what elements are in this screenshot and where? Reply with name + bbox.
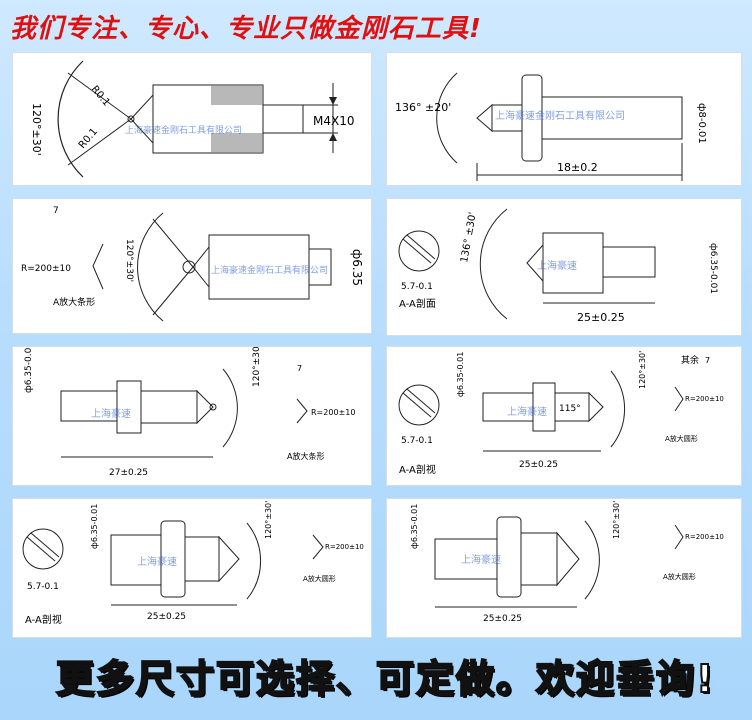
radius-note: R=200±10 <box>311 408 355 417</box>
flat-label: 5.7-0.1 <box>27 582 59 592</box>
angle-label: 120°±30' <box>252 347 262 387</box>
radius-label-upper: R0.1 <box>89 84 112 109</box>
drawing-panel-4: 5.7-0.1 A-A剖面 25±0.25 136° ±30' ф6.35-0.… <box>386 198 742 336</box>
diameter-label: ф6.35-0.01 <box>24 347 34 393</box>
drawing-panel-3: 7 R=200±10 A放大条形 ф6.35 120°±30' 上海豪速金刚石工… <box>12 198 372 334</box>
angle-label: 120°±30' <box>124 239 134 282</box>
dresser-drawing-5: 27±0.25 ф6.35-0.01 120°±30' 7 R=200±10 A… <box>24 347 355 478</box>
radius-note: R=200±10 <box>685 395 724 403</box>
thread-label: M4X10 <box>313 114 354 128</box>
watermark-text: 上海豪速 <box>537 259 577 272</box>
diameter-label: ф6.35-0.01 <box>90 504 99 549</box>
drawing-panel-8: 25±0.25 ф6.35-0.01 120°±30' R=200±10 A放大… <box>386 498 742 638</box>
finish-label: 7 <box>297 364 302 373</box>
included-angle: 115° <box>559 404 581 414</box>
diameter-label: ф6.35-0.01 <box>456 352 465 397</box>
drawing-panel-6: 其余 7 5.7-0.1 A-A剖视 115° 25±0.25 ф6.35-0.… <box>386 346 742 486</box>
watermark-text: 上海豪速金刚石工具有限公司 <box>125 124 242 136</box>
watermark-text: 上海豪速 <box>461 553 501 566</box>
footer-slogan-text: 更多尺寸可选择、可定做。欢迎垂询! <box>55 656 716 702</box>
flat-label: 5.7-0.1 <box>401 282 433 292</box>
angle-label: 136° ±20' <box>395 101 451 114</box>
length-label: 25±0.25 <box>577 311 625 324</box>
angle-label: 120°±30' <box>638 351 647 389</box>
length-label: 25±0.25 <box>519 460 558 470</box>
detail-note: A放大圆形 <box>665 434 698 443</box>
diameter-label: ф6.35-0.01 <box>410 504 419 549</box>
detail-note: A放大圆形 <box>303 574 336 583</box>
watermark-text: 上海豪速金刚石工具有限公司 <box>495 109 625 122</box>
watermark-text: 上海豪速 <box>91 407 131 420</box>
diameter-label: ф8-0.01 <box>696 103 707 144</box>
watermark-text: 上海豪速 <box>137 555 177 568</box>
dresser-drawing-8: 25±0.25 ф6.35-0.01 120°±30' R=200±10 A放大… <box>410 501 724 624</box>
detail-note: A放大条形 <box>287 451 324 461</box>
headline-slogan: 我们专注、专心、专业只做金刚石工具! <box>10 14 482 44</box>
finish-label: 7 <box>705 356 710 365</box>
dresser-drawing-6: 其余 7 5.7-0.1 A-A剖视 115° 25±0.25 ф6.35-0.… <box>398 351 724 476</box>
detail-note: A放大圆形 <box>663 572 696 581</box>
radius-note: R=200±10 <box>325 543 364 551</box>
dresser-drawing-2: 18±0.2 136° ±20' ф8-0.01 上海豪速金刚石工具有限公司 <box>395 72 707 181</box>
watermark-text: 上海豪速金刚石工具有限公司 <box>211 264 328 276</box>
section-label: A-A剖面 <box>399 297 436 310</box>
angle-label: 136° ±30' <box>459 211 479 263</box>
detail-note: A放大条形 <box>53 296 95 308</box>
length-label: 18±0.2 <box>557 161 598 174</box>
angle-label: 120°±30' <box>612 501 621 539</box>
radius-label-lower: R0.1 <box>77 126 100 151</box>
angle-label: 120°±30' <box>264 501 273 539</box>
drawing-panel-7: 5.7-0.1 A-A剖视 25±0.25 ф6.35-0.01 120°±30… <box>12 498 372 638</box>
dresser-drawing-7: 5.7-0.1 A-A剖视 25±0.25 ф6.35-0.01 120°±30… <box>22 501 364 626</box>
watermark-text: 上海豪速 <box>507 405 547 418</box>
radius-note: R=200±10 <box>21 264 71 274</box>
dresser-drawing-4: 5.7-0.1 A-A剖面 25±0.25 136° ±30' ф6.35-0.… <box>398 208 718 324</box>
dresser-drawing-3: 7 R=200±10 A放大条形 ф6.35 120°±30' 上海豪速金刚石工… <box>21 206 364 322</box>
dresser-drawing-1: M4X10 120°±30' R0.1 R0.1 上海豪速金刚石工具有限公司 <box>30 60 354 178</box>
length-label: 25±0.25 <box>483 614 522 624</box>
section-label: A-A剖视 <box>399 463 436 476</box>
finish-label: 7 <box>53 206 59 216</box>
radius-note: R=200±10 <box>685 533 724 541</box>
section-label: A-A剖视 <box>25 613 62 626</box>
length-label: 27±0.25 <box>109 468 148 478</box>
other-label: 其余 <box>681 354 699 366</box>
length-label: 25±0.25 <box>147 612 186 622</box>
diameter-label: ф6.35 <box>350 249 364 286</box>
drawing-panel-1: M4X10 120°±30' R0.1 R0.1 上海豪速金刚石工具有限公司 <box>12 52 372 186</box>
footer-slogan: 更多尺寸可选择、可定做。欢迎垂询! <box>55 648 716 703</box>
diameter-label: ф6.35-0.01 <box>708 243 718 294</box>
flat-label: 5.7-0.1 <box>401 436 433 446</box>
drawing-panel-2: 18±0.2 136° ±20' ф8-0.01 上海豪速金刚石工具有限公司 <box>386 52 742 186</box>
drawing-panel-5: 27±0.25 ф6.35-0.01 120°±30' 7 R=200±10 A… <box>12 346 372 486</box>
angle-label: 120°±30' <box>30 103 43 156</box>
